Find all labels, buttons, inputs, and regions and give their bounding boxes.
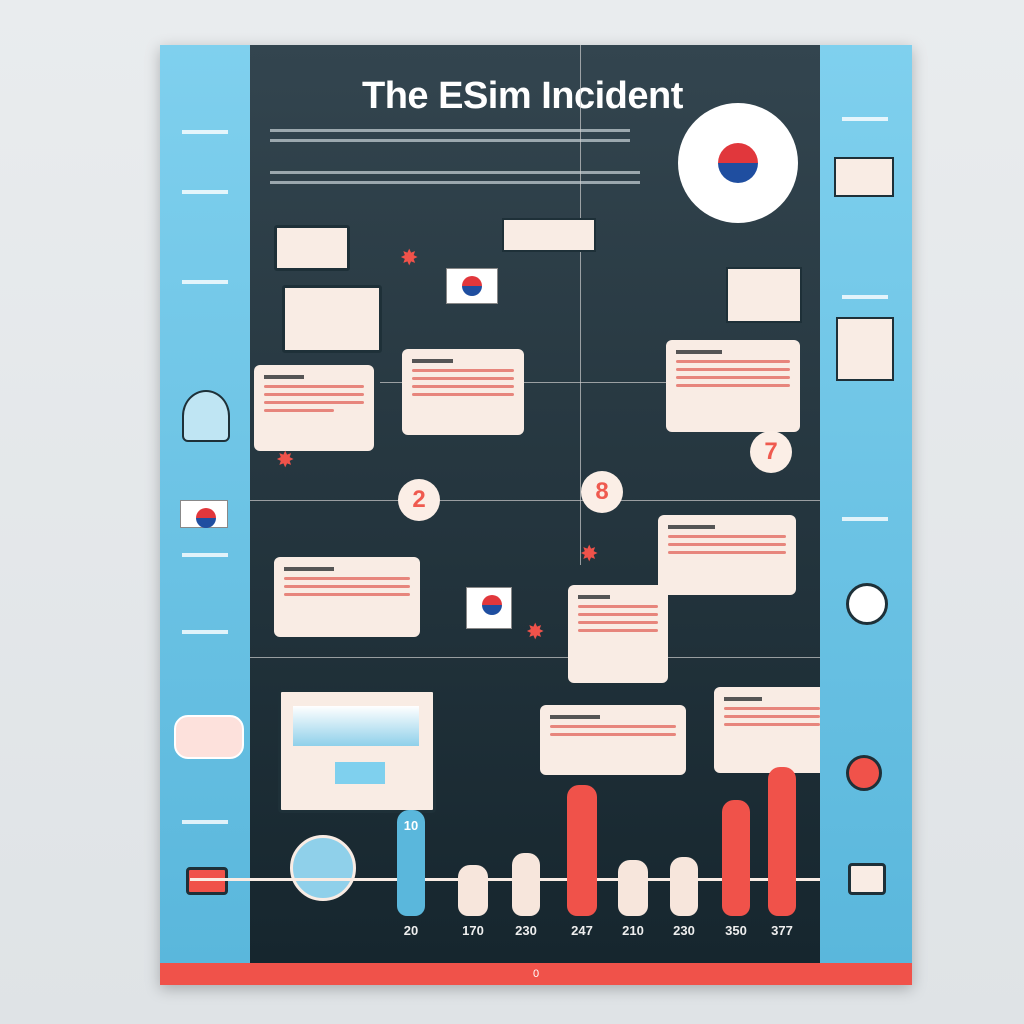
burst-icon: ✸ bbox=[400, 245, 419, 270]
korea-flag-emblem bbox=[678, 103, 798, 223]
milestone-circle: 2 bbox=[398, 479, 440, 521]
bar: 10 bbox=[397, 810, 425, 916]
gear-icon bbox=[846, 755, 882, 791]
monitor-icon bbox=[274, 225, 350, 271]
bar-label: 230 bbox=[515, 923, 537, 938]
side-label bbox=[182, 820, 228, 824]
side-label bbox=[182, 630, 228, 634]
bar bbox=[670, 857, 698, 916]
bar bbox=[512, 853, 540, 916]
computer-screen-icon bbox=[278, 689, 436, 813]
poster: The ESim Incident 2 8 7 ✸ ✸ ✸ ✸ bbox=[160, 45, 912, 985]
divider bbox=[250, 500, 820, 501]
side-label bbox=[182, 190, 228, 194]
side-label bbox=[842, 517, 888, 521]
document-icon bbox=[836, 317, 894, 381]
timeline-card bbox=[714, 687, 830, 773]
person-icon bbox=[182, 390, 230, 442]
bar-value: 10 bbox=[403, 818, 419, 833]
target-icon bbox=[846, 583, 888, 625]
side-label bbox=[182, 130, 228, 134]
side-label bbox=[182, 280, 228, 284]
bar-label: 247 bbox=[571, 923, 593, 938]
divider bbox=[380, 382, 800, 383]
bar bbox=[458, 865, 488, 916]
bar bbox=[567, 785, 597, 916]
timeline-card bbox=[666, 340, 800, 432]
plug-icon bbox=[848, 863, 886, 895]
burst-icon: ✸ bbox=[276, 447, 295, 472]
korea-flag-icon bbox=[466, 587, 512, 629]
divider bbox=[580, 45, 581, 565]
timeline-card bbox=[540, 705, 686, 775]
burst-icon: ✸ bbox=[580, 541, 599, 566]
left-sidebar bbox=[160, 45, 250, 963]
bar bbox=[768, 767, 796, 916]
right-sidebar bbox=[820, 45, 912, 963]
document-icon bbox=[834, 157, 894, 197]
bar bbox=[618, 860, 648, 916]
burst-icon: ✸ bbox=[526, 619, 545, 644]
side-label bbox=[182, 553, 228, 557]
main-panel: The ESim Incident 2 8 7 ✸ ✸ ✸ ✸ bbox=[190, 45, 880, 963]
timeline-card bbox=[402, 349, 524, 435]
divider bbox=[250, 657, 820, 658]
intro-paragraph bbox=[270, 171, 640, 191]
bar-label: 170 bbox=[462, 923, 484, 938]
timeline-card bbox=[568, 585, 668, 683]
screen-icon bbox=[282, 285, 382, 353]
chat-bubble-icon bbox=[174, 715, 244, 759]
document-icon bbox=[502, 218, 596, 252]
side-label bbox=[842, 295, 888, 299]
timeline-card bbox=[658, 515, 796, 595]
bar-label: 230 bbox=[673, 923, 695, 938]
side-label bbox=[842, 117, 888, 121]
plug-icon bbox=[186, 867, 228, 895]
milestone-circle: 7 bbox=[750, 431, 792, 473]
footer-band: 0 bbox=[160, 963, 912, 985]
korea-flag-icon bbox=[446, 268, 498, 304]
globe-icon bbox=[290, 835, 356, 901]
bar-label: 20 bbox=[403, 923, 419, 938]
bar-label: 377 bbox=[771, 923, 793, 938]
bar-label: 350 bbox=[725, 923, 747, 938]
timeline-card bbox=[254, 365, 374, 451]
poster-title: The ESim Incident bbox=[362, 75, 683, 117]
bar bbox=[722, 800, 750, 916]
timeline-card bbox=[274, 557, 420, 637]
milestone-circle: 8 bbox=[581, 471, 623, 513]
korea-flag-icon bbox=[180, 500, 228, 528]
document-icon bbox=[726, 267, 802, 323]
bar-label: 210 bbox=[622, 923, 644, 938]
intro-paragraph bbox=[270, 129, 630, 149]
